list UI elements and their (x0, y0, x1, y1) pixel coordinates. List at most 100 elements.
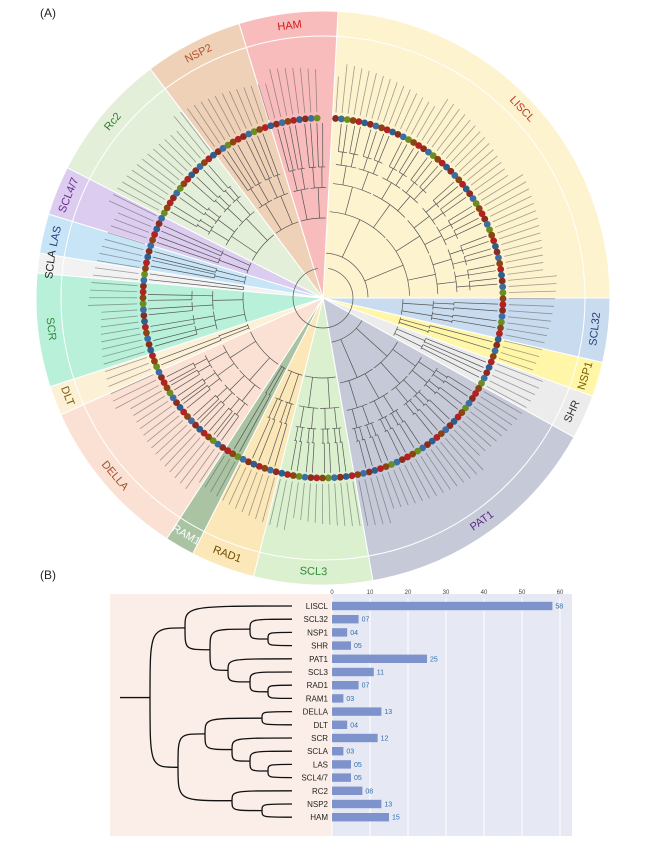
branch-stem (452, 260, 466, 265)
leaf-dot (499, 283, 507, 291)
leaf-label (90, 289, 138, 293)
branch-arc (398, 317, 401, 325)
leaf-dot (485, 363, 493, 371)
branch-stem (203, 372, 216, 382)
leaf-dot (393, 458, 401, 466)
leaf-dot (166, 389, 174, 397)
leaf-dot (488, 231, 496, 239)
leaf-dot (301, 473, 309, 481)
branch-stem (210, 229, 229, 242)
leaf-dot (301, 115, 309, 123)
branch-arc (223, 345, 239, 370)
leaf-dot (147, 346, 155, 354)
branch-stem (334, 428, 336, 443)
leaf-label (139, 405, 172, 430)
leaf-dot (140, 276, 148, 284)
leaf-dot (278, 119, 286, 127)
leaf-dot (210, 151, 217, 159)
branch-stem (391, 413, 399, 425)
branch-stem (250, 188, 263, 207)
x-tick-label: 40 (481, 590, 488, 596)
leaf-label (492, 203, 534, 223)
leaf-label (508, 283, 557, 287)
branch-stem (219, 325, 248, 337)
leaf-label (388, 85, 405, 125)
leaf-label (347, 66, 355, 114)
leaf-dot (169, 394, 177, 402)
leaf-dot (250, 460, 258, 468)
leaf-label (207, 98, 231, 138)
bar-della (332, 707, 382, 716)
branch-stem (280, 402, 288, 423)
leaf-label (469, 411, 503, 437)
leaf-dot (472, 390, 479, 397)
branch-tip (183, 385, 208, 404)
leaf-dot (360, 469, 367, 477)
leaf-dot (499, 289, 507, 297)
branch-stem (340, 152, 344, 166)
x-tick-label: 60 (557, 590, 564, 596)
branch-stem (402, 302, 434, 306)
leaf-label (506, 262, 544, 269)
leaf-dot (455, 176, 463, 184)
leaf-dot (419, 444, 427, 452)
leaf-label (243, 87, 258, 125)
leaf-label (292, 67, 300, 114)
branch-arc (224, 384, 236, 396)
branch-tip (148, 299, 192, 301)
leaf-label (504, 247, 543, 257)
branch-tip (421, 347, 480, 378)
leaf-dot (499, 306, 506, 314)
leaf-label (480, 396, 518, 420)
leaf-dot (240, 133, 247, 140)
bar-scl47 (332, 773, 351, 782)
branch-arc (236, 396, 249, 406)
phylogenetic-tree-figure: LISCLSCL32NSP1SHRPAT1SCL3RAD1RAM1DELLADL… (35, 10, 611, 586)
leaf-label-ticks (88, 64, 557, 530)
branch-stem (265, 366, 283, 393)
branch-arc (275, 221, 299, 234)
leaf-label (221, 93, 242, 132)
branch-tip (338, 123, 342, 152)
branch-tip (183, 191, 208, 211)
leaf-dot (188, 171, 196, 179)
branch-tip (150, 318, 194, 327)
bar-value-label: 12 (381, 736, 389, 743)
leaf-dot (151, 231, 158, 238)
branch-stem (285, 403, 292, 424)
branch-stem (193, 315, 215, 320)
leaf-label (307, 483, 311, 522)
branch-arc (335, 164, 357, 169)
leaf-dot (499, 301, 507, 308)
branch-tip (148, 310, 193, 316)
leaf-dot (139, 306, 147, 313)
branch-stem (411, 370, 428, 383)
branch-tip (267, 422, 283, 465)
leaf-dot (442, 426, 450, 434)
leaf-label (371, 75, 384, 119)
branch-arc (217, 257, 221, 264)
leaf-label (502, 239, 542, 251)
branch-arc (332, 183, 372, 194)
leaf-dot (144, 253, 152, 261)
branch-tip (448, 205, 473, 222)
leaf-label (484, 181, 527, 206)
branch-stem (431, 317, 452, 322)
branch-tip (148, 305, 193, 310)
leaf-label (143, 410, 176, 436)
branch-arc (408, 356, 422, 375)
branch-tip (151, 323, 195, 333)
branch-arc (326, 252, 369, 298)
branch-stem (407, 274, 436, 281)
branch-tip (161, 230, 222, 257)
branch-tip (148, 279, 244, 290)
branch-arc (432, 200, 440, 208)
leaf-dot (409, 450, 416, 458)
branch-tip (180, 382, 206, 401)
leaf-dot (143, 259, 150, 267)
branch-arc (432, 300, 434, 310)
branch-stem (403, 379, 418, 394)
leaf-dot (404, 453, 411, 461)
leaf-label (108, 200, 154, 222)
leaf-dot (319, 474, 327, 482)
